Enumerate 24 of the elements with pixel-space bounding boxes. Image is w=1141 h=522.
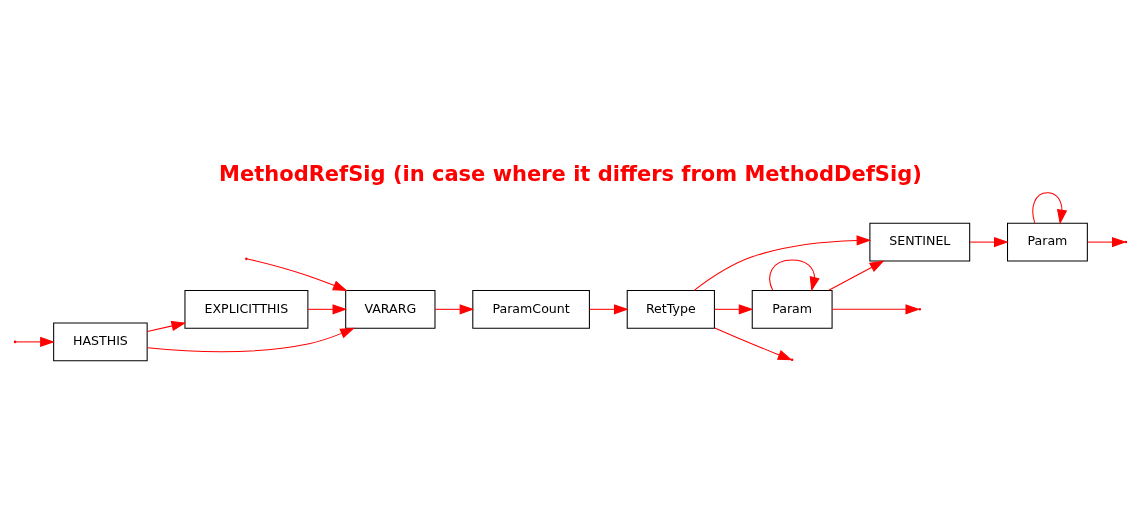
- arrow: [831, 304, 921, 315]
- node-box: SENTINEL: [869, 222, 971, 262]
- node-box: RetType: [626, 289, 715, 329]
- arrow: [589, 304, 629, 315]
- arrow: [146, 327, 355, 353]
- arrow: [769, 259, 820, 292]
- node-box: EXPLICITTHIS: [184, 289, 309, 329]
- arrow: [247, 258, 348, 291]
- diagram-title: MethodRefSig (in case where it differs from MethodDefSig): [219, 161, 922, 187]
- arrow: [15, 336, 55, 348]
- arrow: [1032, 192, 1068, 225]
- arrow: [828, 260, 885, 291]
- arrow: [693, 235, 872, 291]
- node-box: ParamCount: [472, 289, 590, 329]
- node-box: Param: [1007, 222, 1088, 262]
- arrow: [146, 320, 187, 333]
- arrow: [714, 327, 793, 361]
- arrow: [307, 304, 348, 315]
- arrow: [434, 304, 475, 315]
- node-box: VARARG: [345, 289, 436, 329]
- node-box: HASTHIS: [53, 322, 148, 362]
- node-box: Param: [751, 289, 833, 329]
- arrow: [969, 236, 1009, 248]
- arrow: [714, 304, 754, 315]
